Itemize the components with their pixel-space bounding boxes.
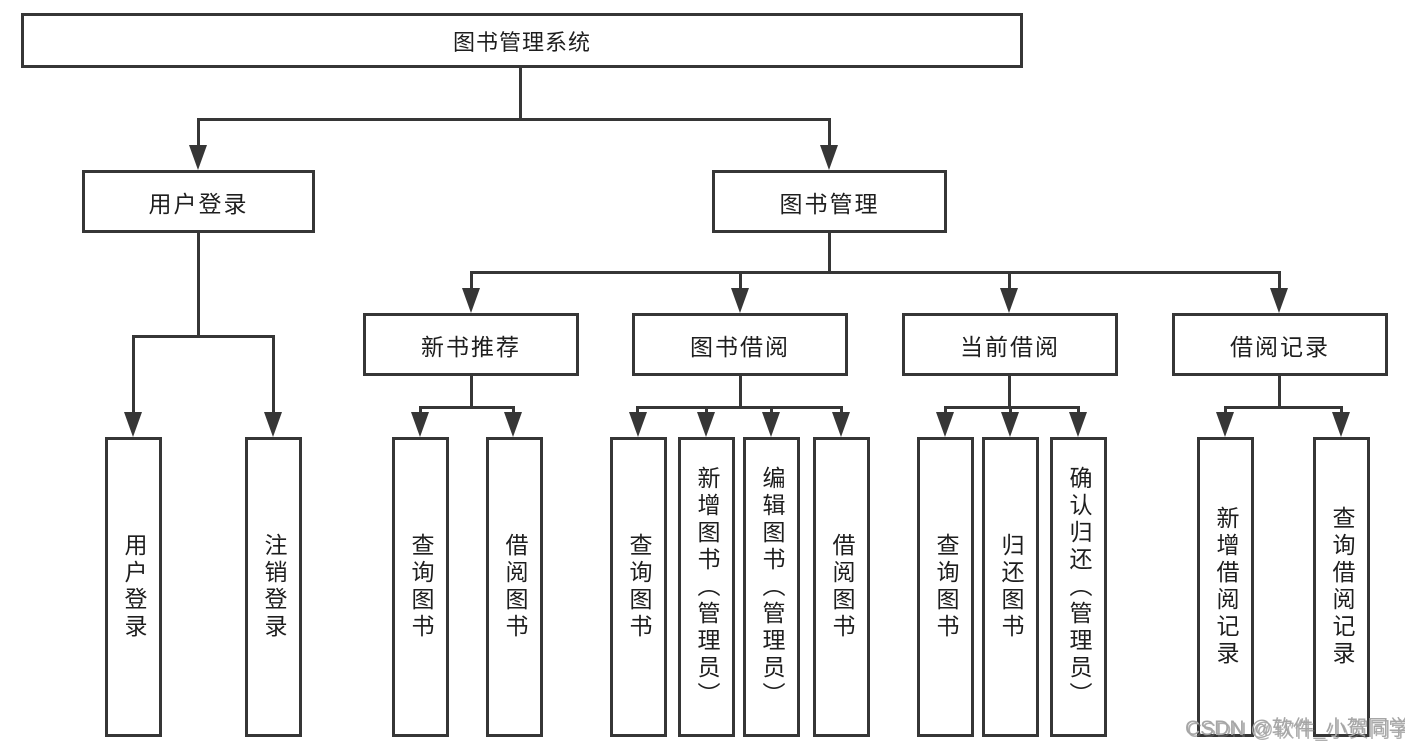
connector-line bbox=[636, 406, 639, 416]
connector-line bbox=[1224, 406, 1342, 409]
connector-line bbox=[470, 271, 1281, 274]
connector-line bbox=[1008, 271, 1011, 289]
arrow-down-icon bbox=[264, 412, 282, 437]
node-book-borrow: 图书借阅 bbox=[632, 313, 848, 376]
connector-line bbox=[828, 118, 831, 150]
node-new-book-recommend: 新书推荐 bbox=[363, 313, 579, 376]
connector-line bbox=[828, 233, 831, 274]
node-borrow-records: 借阅记录 bbox=[1172, 313, 1388, 376]
leaf-borrow-books: 借阅图书 bbox=[813, 437, 870, 737]
leaf-query-books: 查询图书 bbox=[610, 437, 667, 737]
connector-line bbox=[1340, 406, 1343, 416]
arrow-down-icon bbox=[1001, 412, 1019, 437]
arrow-down-icon bbox=[697, 412, 715, 437]
node-current-borrow: 当前借阅 bbox=[902, 313, 1118, 376]
connector-line bbox=[512, 406, 515, 416]
leaf-borrow-books: 借阅图书 bbox=[486, 437, 543, 737]
connector-line bbox=[636, 406, 843, 409]
connector-line bbox=[1008, 376, 1011, 409]
connector-line bbox=[470, 271, 473, 289]
arrow-down-icon bbox=[462, 288, 480, 313]
connector-line bbox=[1077, 406, 1080, 416]
connector-line bbox=[1224, 406, 1227, 416]
arrow-down-icon bbox=[832, 412, 850, 437]
connector-line bbox=[1278, 271, 1281, 289]
connector-line bbox=[1009, 406, 1012, 416]
node-book-management: 图书管理 bbox=[712, 170, 947, 233]
connector-line bbox=[419, 406, 422, 416]
connector-line bbox=[840, 406, 843, 416]
connector-line bbox=[519, 68, 522, 118]
connector-line bbox=[739, 271, 742, 289]
leaf-edit-book-admin: 编辑图书（管理员） bbox=[743, 437, 800, 737]
arrow-down-icon bbox=[731, 288, 749, 313]
connector-line bbox=[470, 376, 473, 409]
arrow-down-icon bbox=[1069, 412, 1087, 437]
node-user-login: 用户登录 bbox=[82, 170, 315, 233]
connector-line bbox=[1278, 376, 1281, 409]
node-root: 图书管理系统 bbox=[21, 13, 1023, 68]
arrow-down-icon bbox=[936, 412, 954, 437]
leaf-query-books: 查询图书 bbox=[917, 437, 974, 737]
arrow-down-icon bbox=[411, 412, 429, 437]
watermark-text: CSDN @软件_小贺同学 bbox=[1185, 717, 1405, 740]
connector-line bbox=[272, 335, 275, 415]
connector-line bbox=[739, 376, 742, 409]
arrow-down-icon bbox=[1332, 412, 1350, 437]
leaf-user-login: 用户登录 bbox=[105, 437, 162, 737]
connector-line bbox=[132, 335, 275, 338]
connector-line bbox=[944, 406, 947, 416]
connector-line bbox=[197, 118, 200, 150]
arrow-down-icon bbox=[189, 145, 207, 170]
connector-line bbox=[197, 118, 831, 121]
arrow-down-icon bbox=[1270, 288, 1288, 313]
connector-line bbox=[705, 406, 708, 416]
arrow-down-icon bbox=[504, 412, 522, 437]
leaf-return-books: 归还图书 bbox=[982, 437, 1039, 737]
leaf-confirm-return-admin: 确认归还（管理员） bbox=[1050, 437, 1107, 737]
leaf-add-book-admin: 新增图书（管理员） bbox=[678, 437, 735, 737]
connector-line bbox=[419, 406, 515, 409]
arrow-down-icon bbox=[1216, 412, 1234, 437]
connector-line bbox=[770, 406, 773, 416]
arrow-down-icon bbox=[820, 145, 838, 170]
leaf-query-books: 查询图书 bbox=[392, 437, 449, 737]
leaf-logout: 注销登录 bbox=[245, 437, 302, 737]
arrow-down-icon bbox=[762, 412, 780, 437]
arrow-down-icon bbox=[629, 412, 647, 437]
leaf-add-borrow-record: 新增借阅记录 bbox=[1197, 437, 1254, 737]
leaf-query-borrow-record: 查询借阅记录 bbox=[1313, 437, 1370, 737]
connector-line bbox=[197, 233, 200, 335]
connector-line bbox=[944, 406, 1080, 409]
arrow-down-icon bbox=[1000, 288, 1018, 313]
connector-line bbox=[132, 335, 135, 415]
arrow-down-icon bbox=[124, 412, 142, 437]
